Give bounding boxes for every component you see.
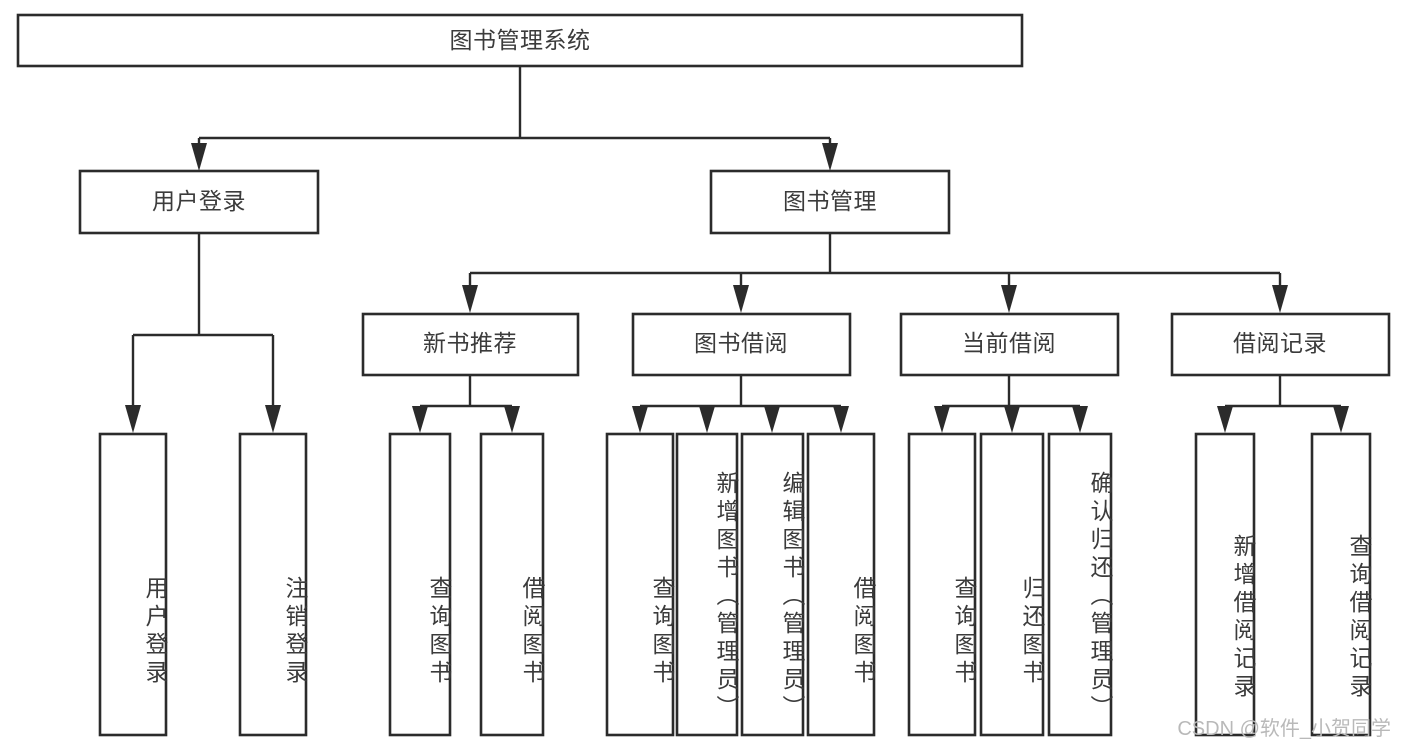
connector-group-book-borrow bbox=[632, 375, 849, 433]
node-book-borrow-label: 图书借阅 bbox=[694, 330, 788, 356]
connector-group-root bbox=[191, 66, 838, 171]
node-user-login-label: 用户登录 bbox=[152, 188, 246, 214]
arrow-head-book-management bbox=[822, 143, 838, 171]
node-leaf-borrow-book-box[interactable] bbox=[806, 432, 876, 737]
node-book-borrow[interactable]: 图书借阅 bbox=[631, 312, 852, 377]
node-book-borrow-box[interactable] bbox=[631, 312, 852, 377]
arrow-head-leaf-edit-book-admin bbox=[764, 406, 780, 433]
node-leaf-confirm-return-admin-box[interactable] bbox=[1047, 432, 1113, 737]
arrow-head-leaf-query-borrow-record bbox=[1333, 406, 1349, 433]
node-book-management[interactable]: 图书管理 bbox=[709, 169, 951, 235]
node-borrow-record-box[interactable] bbox=[1170, 312, 1391, 377]
arrow-head-current-borrow bbox=[1001, 285, 1017, 313]
arrow-head-leaf-borrow-book-rec bbox=[504, 406, 520, 433]
node-current-borrow-box[interactable] bbox=[899, 312, 1120, 377]
node-new-book-recommend-box[interactable] bbox=[361, 312, 580, 377]
node-user-login-box[interactable] bbox=[78, 169, 320, 235]
arrow-head-leaf-query-book-rec bbox=[412, 406, 428, 433]
node-leaf-logout-box[interactable] bbox=[238, 432, 308, 737]
arrow-head-borrow-record bbox=[1272, 285, 1288, 313]
arrow-head-leaf-logout bbox=[265, 405, 281, 433]
node-book-management-box[interactable] bbox=[709, 169, 951, 235]
arrow-head-leaf-return-book bbox=[1004, 406, 1020, 433]
node-leaf-query-book-rec-box[interactable] bbox=[388, 432, 452, 737]
node-leaf-borrow-book-rec-box[interactable] bbox=[479, 432, 545, 737]
node-borrow-record[interactable]: 借阅记录 bbox=[1170, 312, 1391, 377]
arrow-head-leaf-user-login bbox=[125, 405, 141, 433]
node-leaf-query-book-current-box[interactable] bbox=[907, 432, 977, 737]
node-book-management-label: 图书管理 bbox=[783, 188, 877, 214]
node-leaf-return-book-box[interactable] bbox=[979, 432, 1045, 737]
arrow-head-book-borrow bbox=[733, 285, 749, 313]
arrow-head-leaf-confirm-return-admin bbox=[1072, 406, 1088, 433]
arrow-head-leaf-query-book-borrow bbox=[632, 406, 648, 433]
node-new-book-recommend[interactable]: 新书推荐 bbox=[361, 312, 580, 377]
arrow-head-new-book-recommend bbox=[462, 285, 478, 313]
node-leaf-add-book-admin-box[interactable] bbox=[675, 432, 739, 737]
arrow-head-leaf-borrow-book bbox=[833, 406, 849, 433]
arrow-head-leaf-add-book-admin bbox=[699, 406, 715, 433]
connector-group-current-borrow bbox=[934, 375, 1088, 433]
node-user-login[interactable]: 用户登录 bbox=[78, 169, 320, 235]
arrow-head-leaf-add-borrow-record bbox=[1217, 406, 1233, 433]
connector-group-book-management bbox=[462, 233, 1288, 313]
connector-group-new-book-recommend bbox=[412, 375, 520, 433]
node-root[interactable]: 图书管理系统 bbox=[16, 13, 1024, 68]
leaf-boxes bbox=[98, 432, 1372, 737]
node-new-book-recommend-label: 新书推荐 bbox=[423, 330, 517, 356]
node-leaf-user-login-box[interactable] bbox=[98, 432, 168, 737]
arrow-head-leaf-query-book-current bbox=[934, 406, 950, 433]
node-root-box[interactable] bbox=[16, 13, 1024, 68]
node-leaf-edit-book-admin-box[interactable] bbox=[740, 432, 805, 737]
node-leaf-query-book-borrow-box[interactable] bbox=[605, 432, 675, 737]
node-current-borrow[interactable]: 当前借阅 bbox=[899, 312, 1120, 377]
node-leaf-query-borrow-record-box[interactable] bbox=[1310, 432, 1372, 737]
connector-group-user-login bbox=[125, 233, 281, 433]
arrow-head-user-login bbox=[191, 143, 207, 171]
node-borrow-record-label: 借阅记录 bbox=[1233, 330, 1327, 356]
connector-group-borrow-record bbox=[1217, 375, 1349, 433]
csdn-watermark: CSDN @软件_小贺同学 bbox=[1177, 718, 1391, 740]
node-root-label: 图书管理系统 bbox=[450, 27, 591, 53]
node-leaf-add-borrow-record-box[interactable] bbox=[1194, 432, 1256, 737]
node-current-borrow-label: 当前借阅 bbox=[962, 330, 1056, 356]
